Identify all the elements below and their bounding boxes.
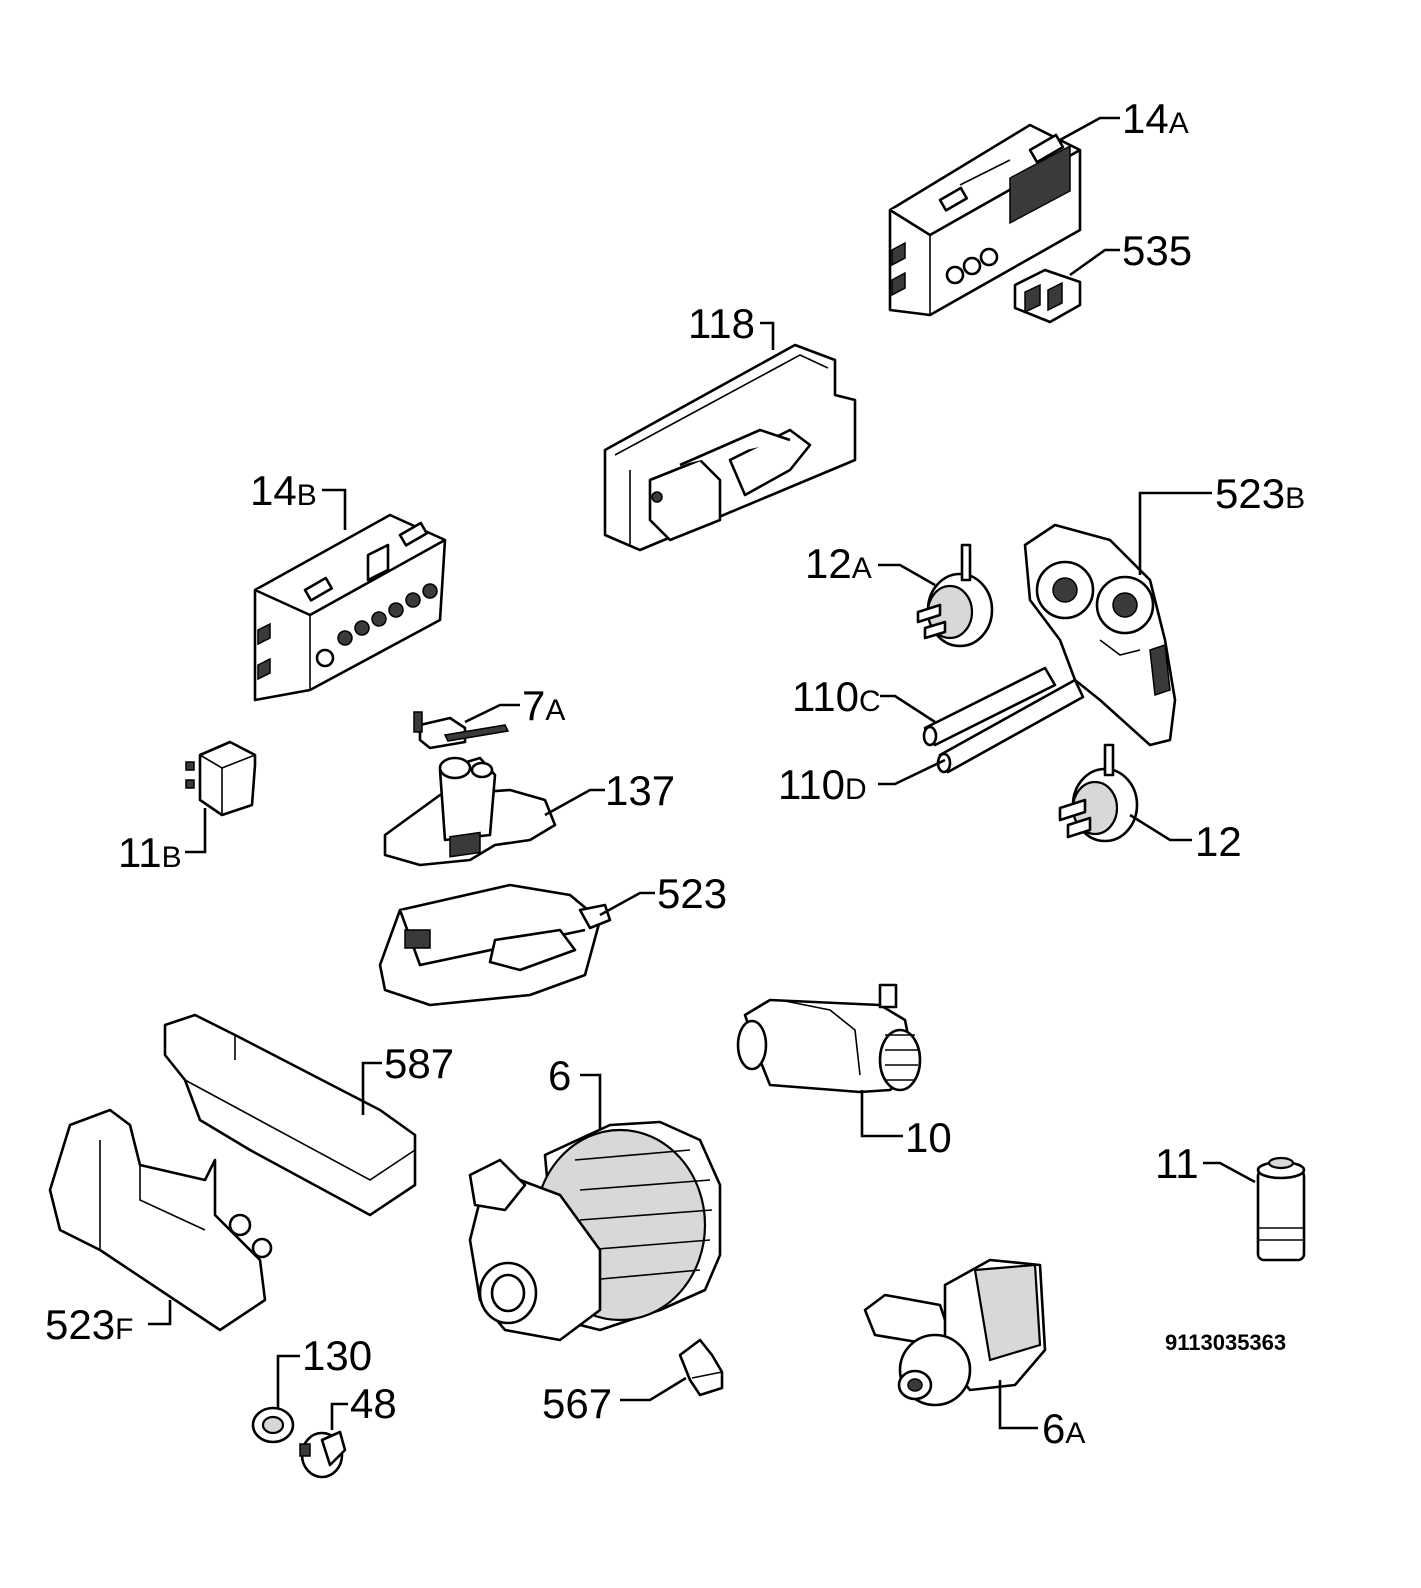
leader-130 (276, 1354, 300, 1408)
label-567: 567 (542, 1380, 612, 1427)
part-48-plug (299, 1430, 347, 1479)
part-523f-duct (48, 1108, 273, 1332)
leader-12a (878, 563, 936, 587)
leader-137 (544, 788, 605, 817)
label-118: 118 (688, 300, 755, 347)
label-6a: 6A (1042, 1405, 1085, 1452)
leader-6a (998, 1380, 1038, 1430)
label-12: 12 (1195, 818, 1242, 865)
part-12-pressure-switch (1058, 743, 1139, 843)
leader-567 (620, 1376, 687, 1402)
label-14b: 14B (250, 467, 317, 514)
leader-587 (361, 1061, 382, 1115)
leader-523f (148, 1300, 172, 1326)
part-6-pump-motor (468, 1120, 722, 1342)
label-11b: 11B (118, 829, 182, 876)
label-523: 523 (657, 870, 727, 917)
leader-6 (580, 1073, 602, 1130)
part-10-valve (736, 983, 922, 1094)
part-110d-hose (936, 678, 1085, 774)
part-110c-hose (922, 666, 1057, 747)
part-523b-bracket (1023, 523, 1177, 747)
leader-535 (1069, 248, 1120, 277)
part-137-cover (383, 756, 557, 867)
label-137: 137 (605, 767, 675, 814)
part-14a-control-module (888, 123, 1082, 317)
part-12a-pressure-switch (916, 543, 994, 648)
leader-10 (860, 1090, 903, 1138)
label-7a: 7A (522, 682, 565, 729)
label-48: 48 (350, 1380, 397, 1427)
leader-11 (1203, 1161, 1256, 1184)
label-110d: 110D (778, 761, 867, 808)
label-130: 130 (302, 1332, 372, 1379)
diagram-code: 9113035363 (1165, 1330, 1286, 1355)
leader-14a (1059, 116, 1120, 142)
leader-118 (760, 321, 775, 350)
leader-7a (464, 703, 520, 724)
leader-11b (185, 808, 207, 854)
leader-14b (322, 488, 347, 530)
label-10: 10 (905, 1114, 952, 1161)
part-6a-drain-pump (863, 1258, 1047, 1407)
leader-523 (599, 891, 655, 917)
leader-48 (330, 1402, 348, 1430)
part-11b-relay (185, 740, 257, 817)
label-535: 535 (1122, 227, 1192, 274)
label-14a: 14A (1122, 95, 1189, 142)
label-12a: 12A (805, 540, 872, 587)
leader-12 (1129, 813, 1192, 842)
part-523-housing (378, 831, 612, 1007)
leader-110d (878, 758, 946, 786)
keypad-grid (1009, 144, 1071, 225)
label-587: 587 (384, 1040, 454, 1087)
part-14b-control-module (253, 513, 447, 702)
part-130-ring (251, 1406, 295, 1444)
part-535-connector (1013, 268, 1082, 324)
part-7a-switch (413, 711, 510, 750)
leader-110c (880, 694, 936, 724)
label-11: 11 (1155, 1140, 1199, 1187)
label-6: 6 (548, 1052, 571, 1099)
part-587-cover (163, 1013, 417, 1217)
label-523f: 523F (45, 1301, 133, 1348)
label-523b: 523B (1215, 470, 1305, 517)
part-567-clip (678, 1338, 724, 1397)
part-118-panel (603, 343, 857, 552)
leader-523b (1138, 491, 1212, 575)
label-110c: 110C (792, 673, 881, 720)
part-11-capacitor (1256, 1156, 1306, 1262)
